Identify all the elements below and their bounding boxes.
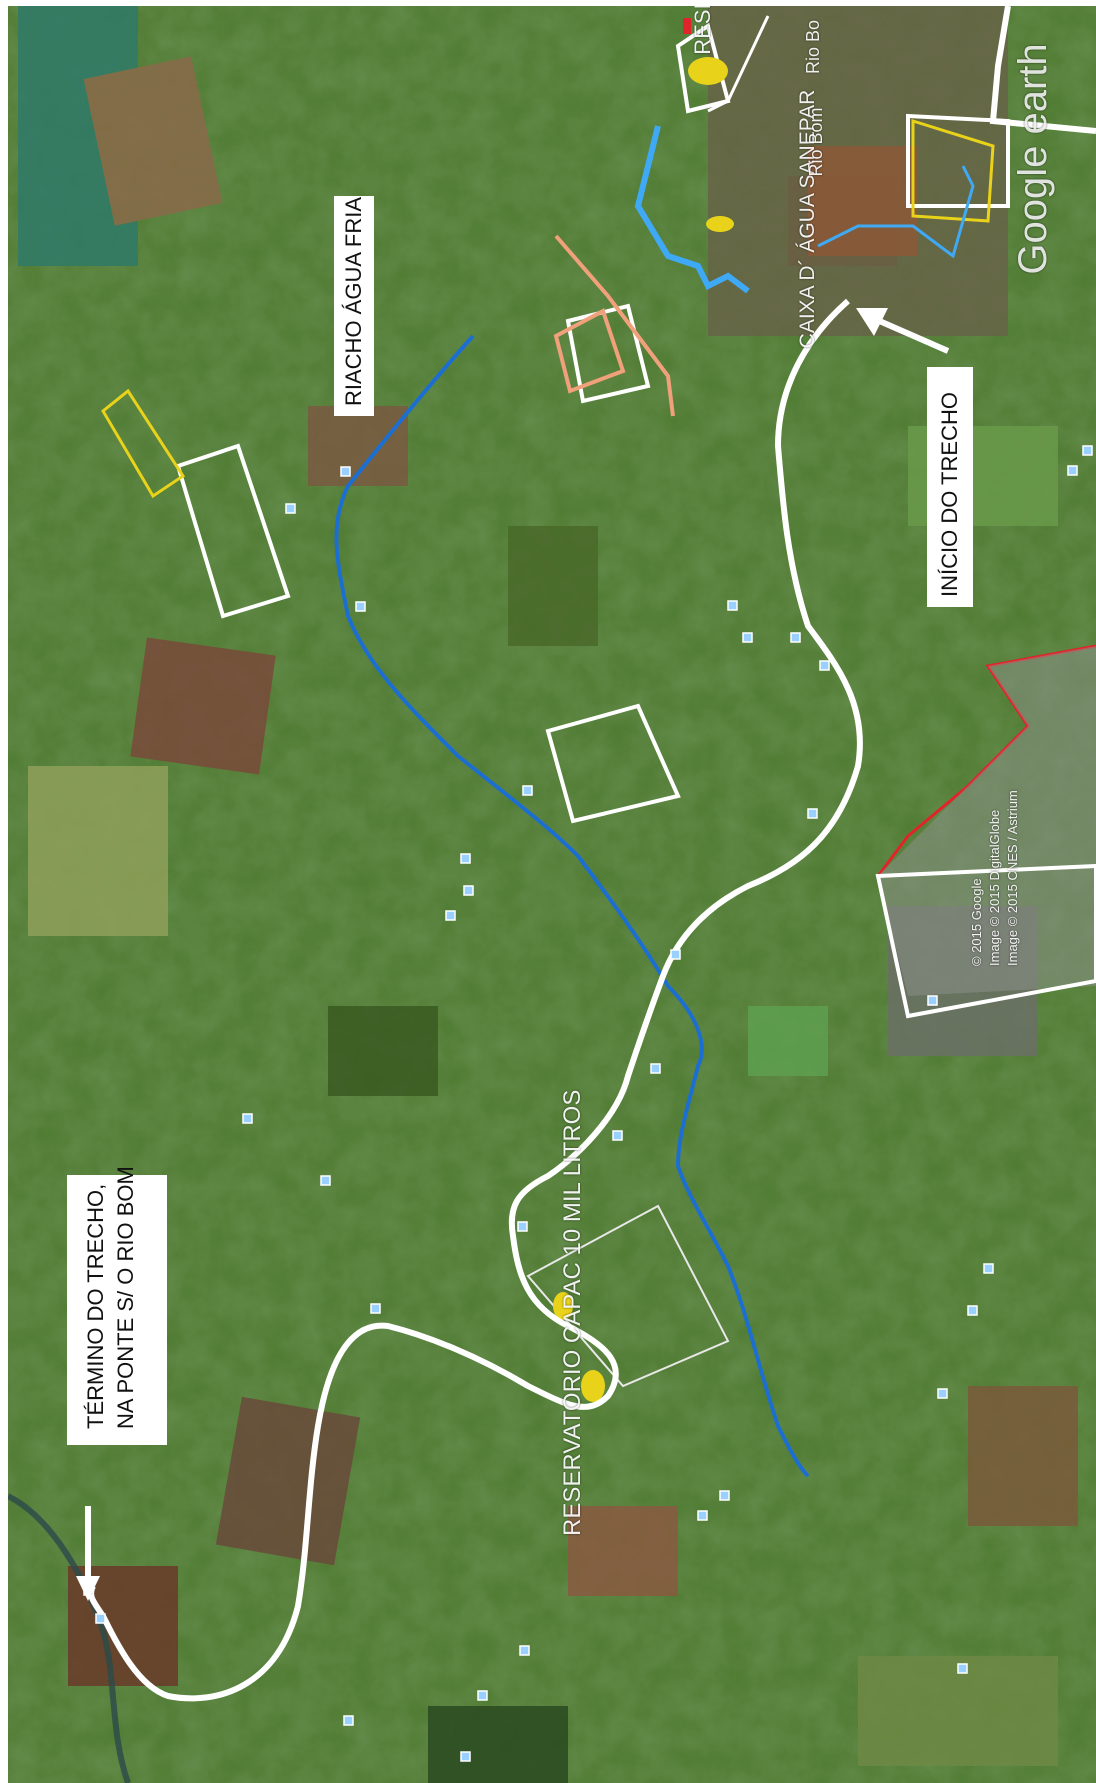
imagery-credits: © 2015 Google Image © 2015 DigitalGlobe …	[968, 746, 1028, 966]
town-marker	[683, 18, 691, 34]
label-rio-bom-1: Rio Bom	[806, 107, 826, 177]
arrow-termino	[76, 1506, 100, 1601]
satellite-map[interactable]: RESERVATORIO CAPAC 10 MIL LITROS CAIXA D…	[8, 6, 1096, 1783]
route-trecho[interactable]	[88, 298, 863, 1702]
credit-line-3: Image © 2015 CNES / Astrium	[1005, 790, 1020, 966]
satellite-imagery	[8, 6, 1096, 1783]
credit-line-2: Image © 2015 DigitalGlobe	[987, 809, 1002, 966]
callout-termino: TÉRMINO DO TRECHO, NA PONTE S/ O RIO BOM	[67, 1166, 167, 1445]
road-town-east	[989, 6, 1096, 134]
orange-parcel	[553, 234, 675, 417]
road-town-north	[707, 15, 770, 113]
stream-agua-fria	[334, 334, 810, 1478]
label-rio-bom-2: Rio Bo	[803, 19, 823, 75]
callout-inicio: INÍCIO DO TRECHO	[927, 367, 973, 607]
label-reservatorio: RESERVATORIO CAPAC 10 MIL LITROS	[559, 1089, 586, 1536]
water-pipe-branch	[817, 165, 975, 259]
label-resi: RESI	[690, 6, 715, 55]
gray-hill-area	[878, 646, 1096, 996]
white-parcels	[175, 22, 1096, 1019]
callout-termino-line-1: TÉRMINO DO TRECHO,	[83, 1183, 108, 1429]
credit-line-1: © 2015 Google	[969, 878, 984, 966]
town-area	[708, 6, 1008, 336]
yellow-parcels	[101, 118, 995, 499]
callout-termino-line-2: NA PONTE S/ O RIO BOM	[113, 1166, 138, 1429]
field-patches	[18, 6, 1078, 1783]
water-pipe-line	[634, 125, 750, 294]
thin-white-parcels	[526, 1204, 730, 1388]
arrow-inicio	[856, 308, 950, 354]
callout-riacho: RIACHO ÁGUA FRIA	[334, 196, 374, 416]
google-earth-logo: Google earth	[1011, 43, 1055, 275]
yellow-blobs	[553, 57, 734, 1402]
